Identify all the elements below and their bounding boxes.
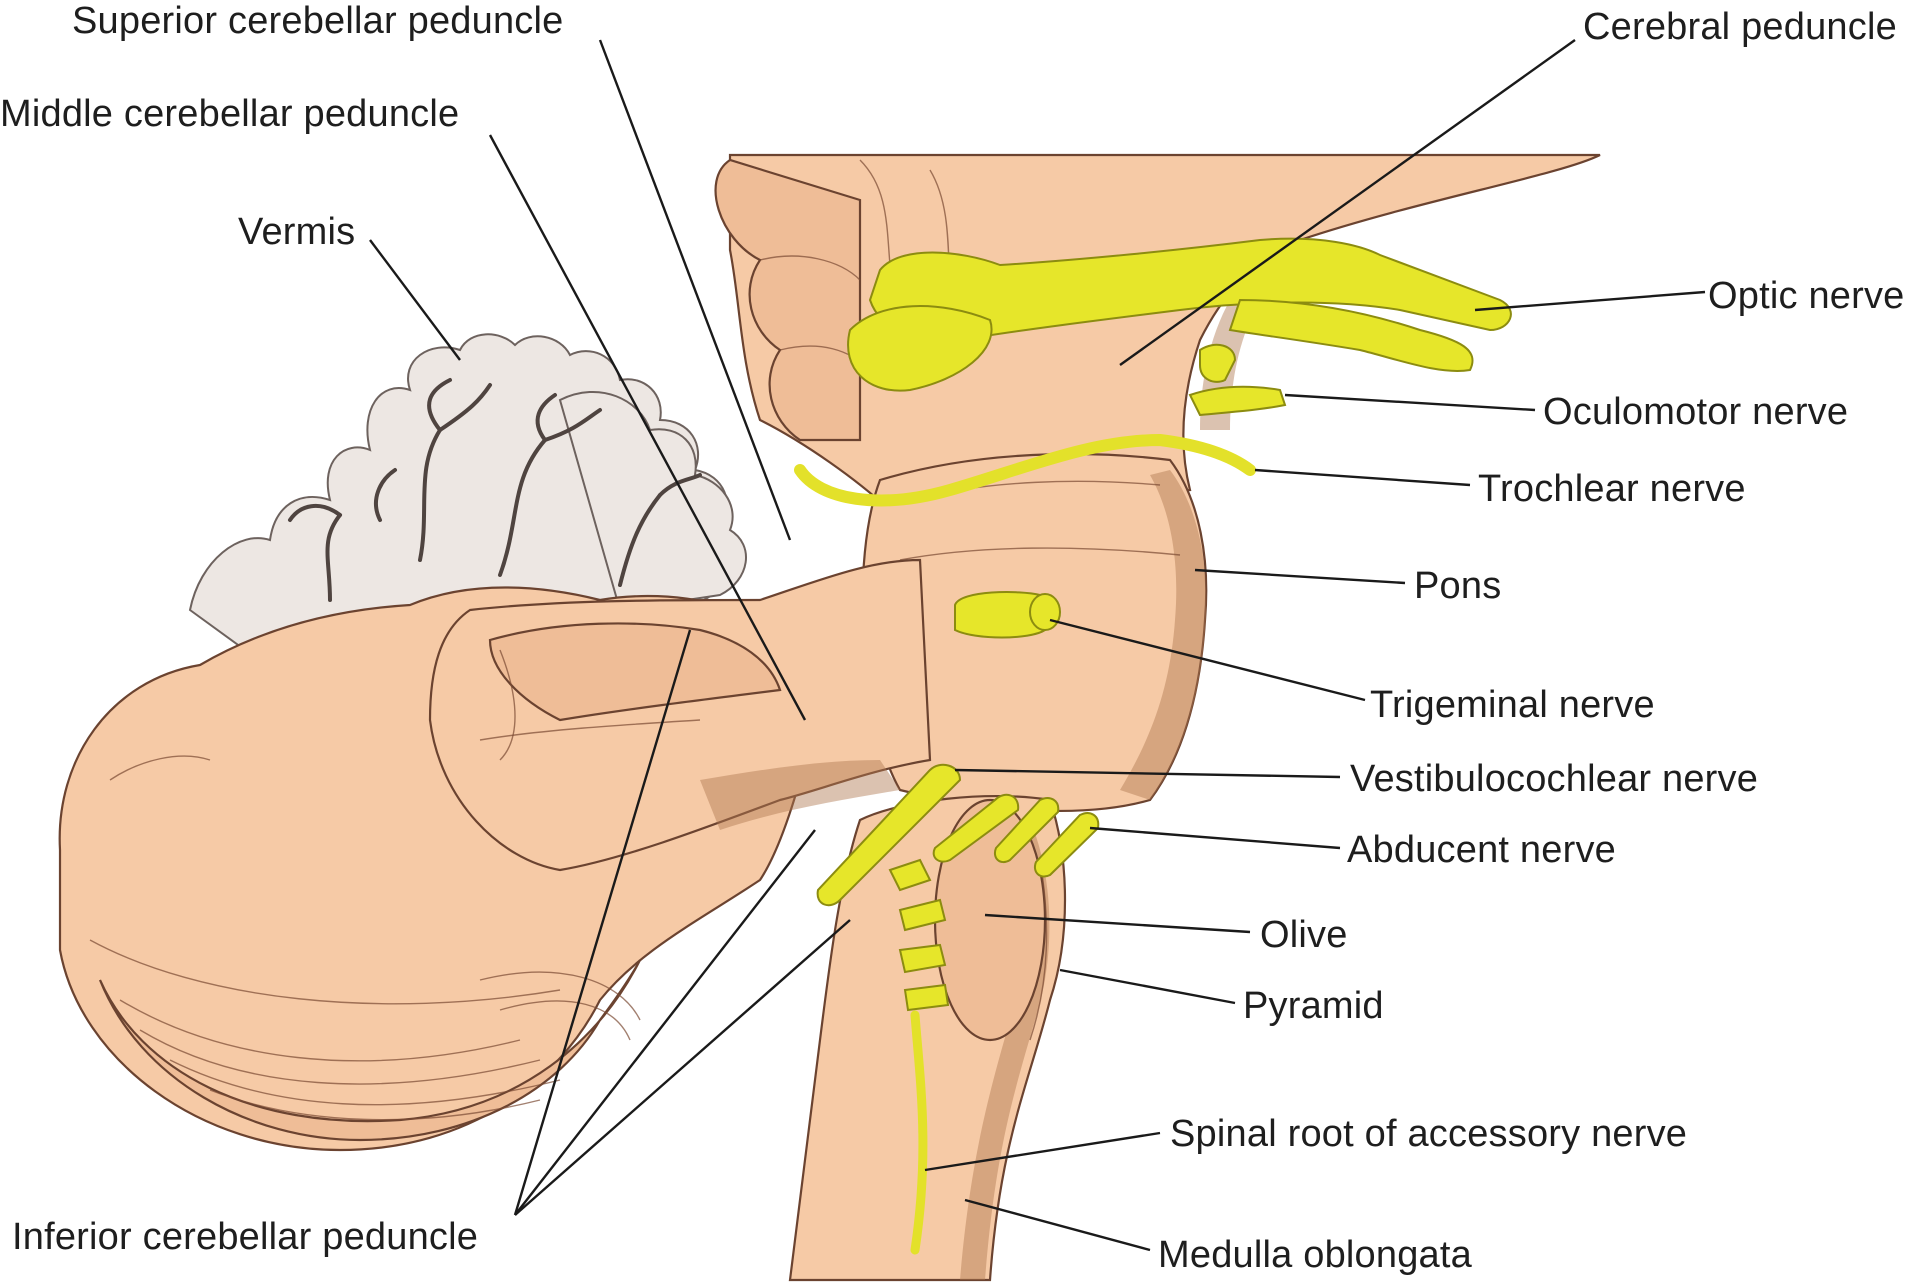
middle-peduncle-shape xyxy=(430,560,930,870)
leader-abducent-nerve xyxy=(1090,828,1340,848)
label-medulla-oblongata: Medulla oblongata xyxy=(1158,1236,1472,1274)
label-abducent-nerve: Abducent nerve xyxy=(1347,831,1616,869)
label-pons: Pons xyxy=(1414,567,1501,605)
label-pyramid: Pyramid xyxy=(1243,987,1384,1025)
label-vestibulocochlear-nerve: Vestibulocochlear nerve xyxy=(1350,760,1758,798)
label-trochlear-nerve: Trochlear nerve xyxy=(1478,470,1746,508)
label-spinal-root-accessory-nerve: Spinal root of accessory nerve xyxy=(1170,1115,1687,1153)
label-trigeminal-nerve: Trigeminal nerve xyxy=(1370,686,1655,724)
medulla-shape xyxy=(790,796,1065,1280)
label-vermis: Vermis xyxy=(238,213,355,251)
leader-vermis xyxy=(370,240,460,360)
label-superior-cerebellar-peduncle: Superior cerebellar peduncle xyxy=(72,2,563,40)
leader-pyramid xyxy=(1060,970,1235,1003)
label-oculomotor-nerve: Oculomotor nerve xyxy=(1543,393,1848,431)
leader-optic-nerve xyxy=(1475,292,1705,310)
leader-pons xyxy=(1195,570,1405,583)
leader-oculomotor-nerve xyxy=(1285,395,1535,410)
oculomotor-nerve-shape xyxy=(1190,387,1285,415)
leader-trochlear-nerve xyxy=(1255,470,1470,485)
label-olive: Olive xyxy=(1260,916,1348,954)
label-optic-nerve: Optic nerve xyxy=(1708,277,1905,315)
trigeminal-nerve-shape xyxy=(955,592,1060,637)
label-cerebral-peduncle: Cerebral peduncle xyxy=(1583,8,1897,46)
label-inferior-cerebellar-peduncle: Inferior cerebellar peduncle xyxy=(12,1218,478,1256)
label-middle-cerebellar-peduncle: Middle cerebellar peduncle xyxy=(0,95,459,133)
